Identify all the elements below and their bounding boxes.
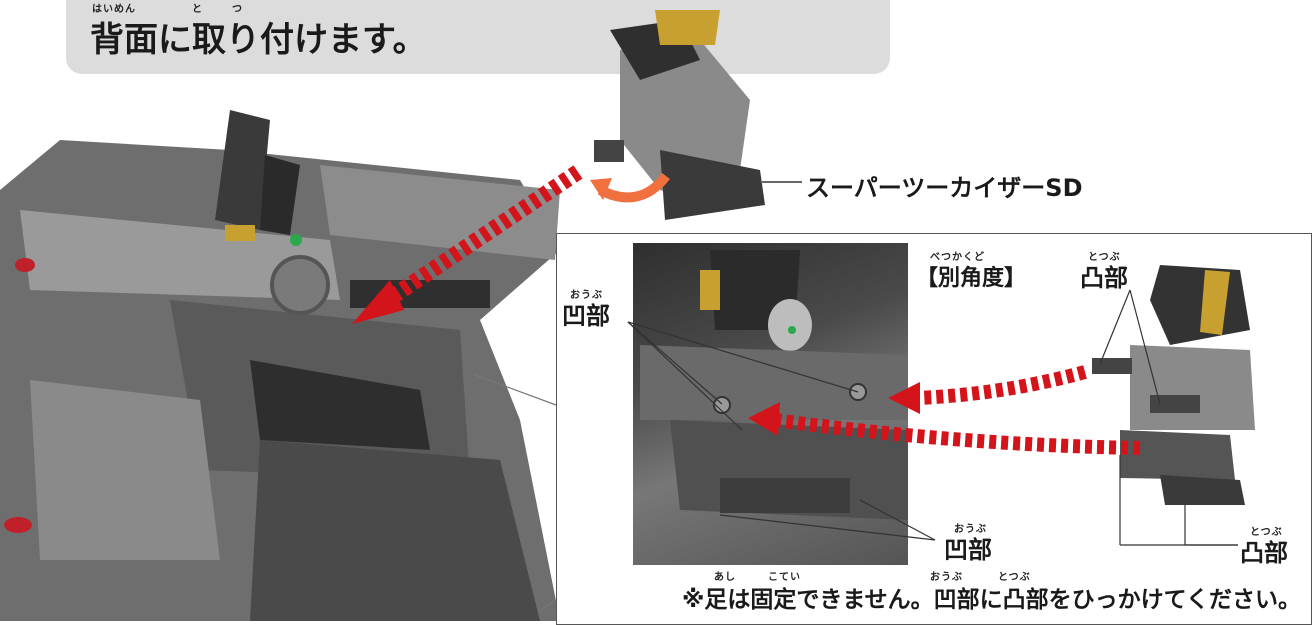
concave-bottom-label: 凹部 — [944, 536, 992, 564]
ruby-to: と — [192, 4, 203, 15]
note-ruby-ashi: あし — [714, 572, 736, 583]
instruction-text: 背面に取り付けます。 — [90, 20, 427, 60]
closeup-details — [640, 250, 908, 520]
ruby-haimen: はいめん — [92, 4, 136, 15]
note-text: ※足は固定できません。凹部に凸部をひっかけてください。 — [682, 587, 1301, 613]
concave-left-label: 凹部 — [562, 302, 610, 330]
alt-angle-ruby: べつかくど — [930, 252, 985, 263]
main-robot-figure — [0, 110, 560, 621]
sd-robot-right — [1092, 265, 1255, 505]
main-red-arrow — [352, 165, 583, 324]
instruction-banner — [66, 0, 890, 74]
convex-bottom-label: 凸部 — [1240, 539, 1288, 567]
product-name-label: スーパーツーカイザーSD — [806, 174, 1083, 202]
concave-bottom-ruby: おうぶ — [954, 524, 987, 535]
convex-top-label: 凸部 — [1080, 264, 1128, 292]
note-ruby-oubu: おうぶ — [930, 572, 963, 583]
convex-bottom-ruby: とつぶ — [1250, 527, 1283, 538]
note-ruby-totsubu: とつぶ — [998, 572, 1031, 583]
note-ruby-kotei: こてい — [768, 572, 801, 583]
rotate-arrow — [597, 172, 670, 203]
convex-top-ruby: とつぶ — [1088, 252, 1121, 263]
concave-left-ruby: おうぶ — [570, 290, 603, 301]
leader-lines — [627, 289, 1238, 546]
ruby-tsu: つ — [232, 4, 243, 15]
alt-angle-label: 【別角度】 — [916, 266, 1027, 291]
inset-red-arrows — [748, 365, 1141, 455]
sd-robot-top — [594, 10, 765, 220]
